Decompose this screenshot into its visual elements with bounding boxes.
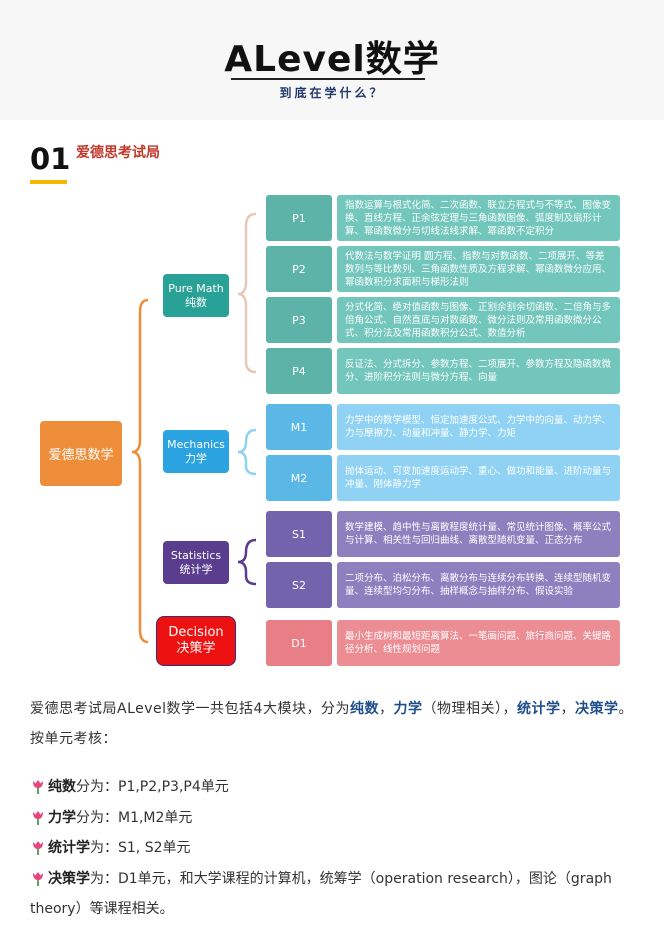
bullet-statistics-label: 统计学 bbox=[48, 840, 90, 856]
unit-p2-desc: 代数法与数学证明 圆方程、指数与对数函数、二项展开、等差数列与等比数列、三角函数… bbox=[337, 246, 620, 292]
category-statistics: Statistics 统计学 bbox=[163, 541, 229, 584]
tulip-icon bbox=[33, 872, 43, 886]
unit-p4: P4 bbox=[266, 348, 332, 394]
section-number: 01 bbox=[30, 142, 71, 176]
section-underline bbox=[30, 180, 67, 184]
header-background bbox=[0, 0, 664, 120]
intro-sep-1: ， bbox=[378, 701, 394, 717]
intro-text-1: 爱德思考试局ALevel数学一共包括4大模块，分为 bbox=[30, 701, 350, 717]
bullet-decision: 决策学为：D1单元，和大学课程的计算机，统筹学（operation resear… bbox=[30, 864, 636, 924]
tulip-icon bbox=[33, 841, 43, 855]
unit-p3-desc: 分式化简、绝对值函数与图像、正割余割余切函数、二倍角与多倍角公式、自然直底与对数… bbox=[337, 297, 620, 343]
unit-p1: P1 bbox=[266, 195, 332, 241]
category-pure-math: Pure Math 纯数 bbox=[163, 274, 229, 317]
bullet-mechanics-label: 力学 bbox=[48, 810, 76, 826]
unit-m1: M1 bbox=[266, 404, 332, 450]
tulip-icon bbox=[33, 780, 43, 794]
bullet-decision-text: 为：D1单元，和大学课程的计算机，统筹学（operation research）… bbox=[30, 871, 612, 917]
intro-sep-2: ， bbox=[560, 701, 575, 717]
category-decision-zh: 决策学 bbox=[176, 641, 216, 656]
category-decision: Decision 决策学 bbox=[156, 616, 236, 666]
unit-p3: P3 bbox=[266, 297, 332, 343]
unit-p4-desc: 反证法、分式拆分、参数方程、二项展开、参数方程及隐函数微分、进阶积分法则与微分方… bbox=[337, 348, 620, 394]
bullet-statistics-text: 为：S1, S2单元 bbox=[90, 840, 191, 856]
bullet-mechanics-text: 分为：M1,M2单元 bbox=[76, 810, 193, 826]
unit-s1: S1 bbox=[266, 511, 332, 557]
unit-s2-desc: 二项分布、泊松分布、离散分布与连续分布转换、连续型随机变量、连续型均匀分布、抽样… bbox=[337, 562, 620, 608]
unit-m2: M2 bbox=[266, 455, 332, 501]
bullet-decision-label: 决策学 bbox=[48, 871, 90, 887]
category-pure-math-en: Pure Math bbox=[168, 281, 224, 295]
category-statistics-zh: 统计学 bbox=[179, 562, 213, 576]
bullet-statistics: 统计学为：S1, S2单元 bbox=[30, 833, 636, 863]
unit-s1-desc: 数学建模、趋中性与离散程度统计量、常见统计图像、概率公式与计算、相关性与回归曲线… bbox=[337, 511, 620, 557]
category-mechanics-en: Mechanics bbox=[167, 437, 225, 451]
category-mechanics-zh: 力学 bbox=[185, 451, 207, 465]
unit-m1-desc: 力学中的数学模型、恒定加速度公式、力学中的向量、动力学、力与摩擦力、动量和冲量、… bbox=[337, 404, 620, 450]
bullet-mechanics: 力学分为：M1,M2单元 bbox=[30, 803, 636, 833]
intro-highlight-decision: 决策学 bbox=[574, 701, 619, 717]
intro-highlight-pure: 纯数 bbox=[349, 701, 379, 717]
page-subtitle: 到底在学什么？ bbox=[279, 86, 385, 100]
intro-paragraph: 爱德思考试局ALevel数学一共包括4大模块，分为纯数，力学（物理相关），统计学… bbox=[30, 694, 636, 754]
bullet-pure-text: 分为：P1,P2,P3,P4单元 bbox=[76, 779, 229, 795]
bullet-pure-label: 纯数 bbox=[48, 779, 76, 795]
intro-text-3: 。按单元考核： bbox=[30, 701, 633, 747]
category-pure-math-zh: 纯数 bbox=[185, 295, 207, 309]
unit-p1-desc: 指数运算与根式化简、二次函数、联立方程式与不等式、图像变换、直线方程、正余弦定理… bbox=[337, 195, 620, 241]
intro-highlight-mechanics: 力学 bbox=[393, 701, 423, 717]
unit-d1-desc: 最小生成树和最短距离算法、一笔画问题、旅行商问题、关键路径分析、线性规划问题 bbox=[337, 620, 620, 666]
title-underline bbox=[231, 78, 425, 80]
section-name: 爱德思考试局 bbox=[76, 145, 160, 161]
unit-d1: D1 bbox=[266, 620, 332, 666]
tulip-icon bbox=[33, 811, 43, 825]
page-title: ALevel数学 bbox=[224, 39, 440, 80]
category-mechanics: Mechanics 力学 bbox=[163, 430, 229, 473]
unit-p2: P2 bbox=[266, 246, 332, 292]
unit-m2-desc: 抛体运动、可变加速度运动学、重心、做功和能量、进阶动量与冲量、刚体静力学 bbox=[337, 455, 620, 501]
bullet-pure: 纯数分为：P1,P2,P3,P4单元 bbox=[30, 772, 636, 802]
root-node: 爱德思数学 bbox=[40, 421, 122, 486]
category-decision-en: Decision bbox=[168, 625, 224, 640]
unit-s2: S2 bbox=[266, 562, 332, 608]
intro-highlight-statistics: 统计学 bbox=[516, 701, 561, 717]
intro-text-2: （物理相关）， bbox=[422, 701, 517, 717]
category-statistics-en: Statistics bbox=[170, 548, 222, 562]
